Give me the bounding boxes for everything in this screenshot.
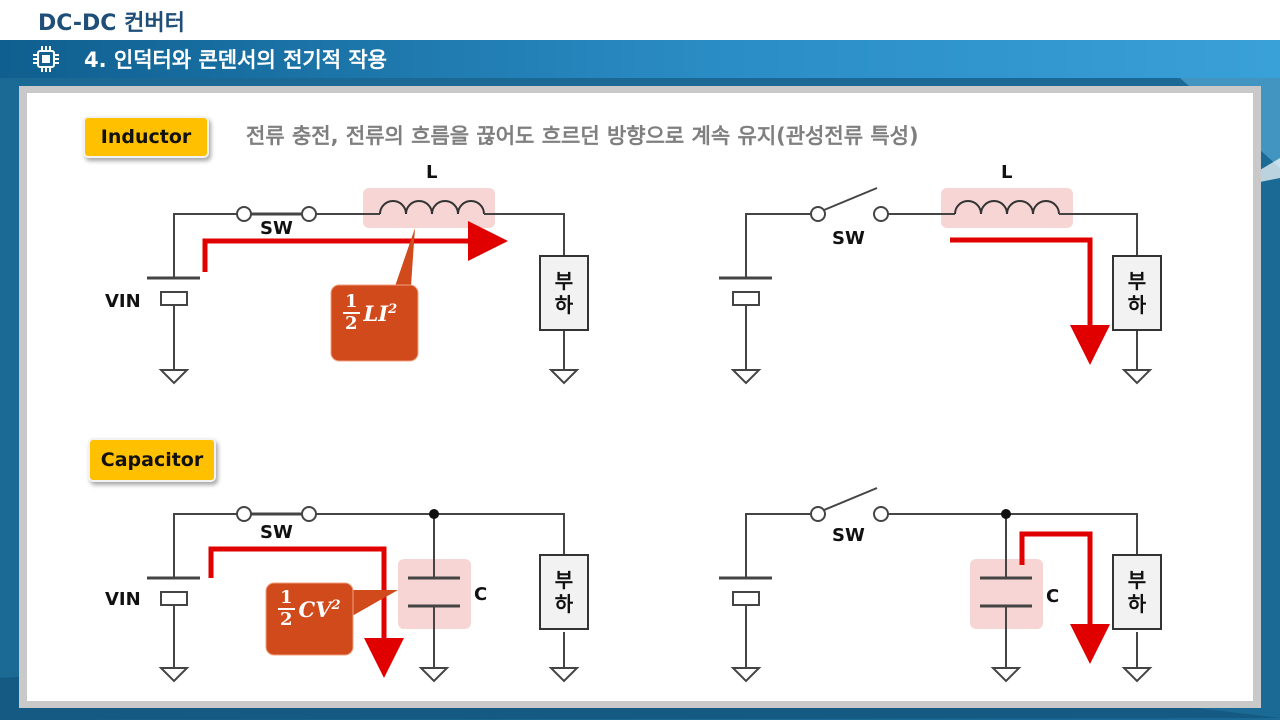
switch-label: SW (260, 218, 293, 239)
current-arrow (202, 221, 508, 272)
load-label: 부하 (554, 568, 574, 616)
load-label: 부하 (1127, 568, 1147, 616)
capacitor-circuit-discharging (719, 487, 1153, 683)
document-title: DC-DC 컨버터 (38, 11, 185, 36)
inductor-coil (379, 200, 485, 215)
ground-symbol (730, 667, 762, 683)
wire (888, 513, 1138, 554)
wire (173, 213, 244, 278)
inductor-tag: Inductor (83, 116, 209, 158)
switch-contact (236, 206, 252, 222)
wire (484, 213, 565, 256)
capacitor-tag: Capacitor (88, 438, 216, 482)
ground-symbol (730, 369, 762, 385)
load-label: 부하 (554, 269, 574, 317)
load-box: 부하 (1112, 554, 1162, 630)
chip-icon (33, 46, 59, 72)
source-label: VIN (105, 589, 141, 610)
energy-callout-box (330, 284, 419, 362)
inductor-label: L (426, 162, 438, 183)
switch-contact (810, 506, 826, 522)
switch-label: SW (832, 525, 865, 546)
ground-symbol (990, 667, 1022, 683)
junction-dot (1001, 509, 1011, 519)
capacitor-circuit-charging (147, 506, 580, 683)
ground-symbol (158, 369, 190, 385)
wire (173, 513, 244, 578)
ground-symbol (548, 369, 580, 385)
switch-contact (873, 206, 889, 222)
wire (745, 513, 818, 578)
ground-symbol (158, 667, 190, 683)
wire (745, 213, 818, 278)
switch-label: SW (832, 228, 865, 249)
energy-callout-pointer (392, 228, 415, 300)
current-arrow (950, 237, 1110, 365)
energy-callout-pointer (340, 590, 398, 620)
title-bar: DC-DC 컨버터 (0, 0, 1280, 40)
load-label: 부하 (1127, 269, 1147, 317)
inductor-coil (954, 200, 1060, 215)
switch-contact (873, 506, 889, 522)
inductor-highlight (363, 188, 495, 228)
junction-dot (429, 509, 439, 519)
switch-contact (810, 206, 826, 222)
capacitor-label: C (1046, 586, 1060, 607)
inductor-circuit-charging (147, 188, 580, 385)
fraction-numerator: 1 (343, 291, 360, 314)
fraction-denominator: 2 (280, 609, 293, 630)
switch-lever (823, 487, 878, 511)
inductor-description: 전류 충전, 전류의 흐름을 끊어도 흐르던 방향으로 계속 유지(관성전류 특… (246, 124, 919, 148)
ground-symbol (418, 667, 450, 683)
ground-symbol (1121, 667, 1153, 683)
battery-short-plate (732, 291, 760, 306)
switch-contact (301, 506, 317, 522)
inductor-circuit-discharging (719, 187, 1153, 385)
section-title: 4. 인덕터와 콘덴서의 전기적 작용 (84, 48, 387, 72)
energy-exponent: 2 (388, 301, 398, 317)
energy-callout-box (265, 582, 354, 656)
ground-symbol (1121, 369, 1153, 385)
load-box: 부하 (539, 255, 589, 331)
switch-contact (236, 506, 252, 522)
capacitor-label: C (474, 584, 488, 605)
wire (1059, 213, 1138, 256)
inductor-label: L (1001, 162, 1013, 183)
source-label: VIN (105, 291, 141, 312)
current-arrow (1019, 531, 1110, 664)
fraction-denominator: 2 (345, 313, 358, 334)
switch-contact (301, 206, 317, 222)
load-box: 부하 (1112, 255, 1162, 331)
wire (316, 513, 565, 554)
battery-short-plate (160, 591, 188, 606)
inductor-highlight (941, 188, 1073, 228)
switch-label: SW (260, 522, 293, 543)
energy-expression: CV (298, 596, 332, 622)
current-arrow (208, 546, 404, 678)
load-box: 부하 (539, 554, 589, 630)
energy-expression: LI (363, 300, 389, 326)
section-header: 4. 인덕터와 콘덴서의 전기적 작용 (0, 40, 1280, 78)
energy-exponent: 2 (331, 597, 341, 613)
battery-short-plate (160, 291, 188, 306)
ground-symbol (548, 667, 580, 683)
switch-lever (823, 187, 878, 211)
battery-short-plate (732, 591, 760, 606)
fraction-numerator: 1 (278, 587, 295, 610)
